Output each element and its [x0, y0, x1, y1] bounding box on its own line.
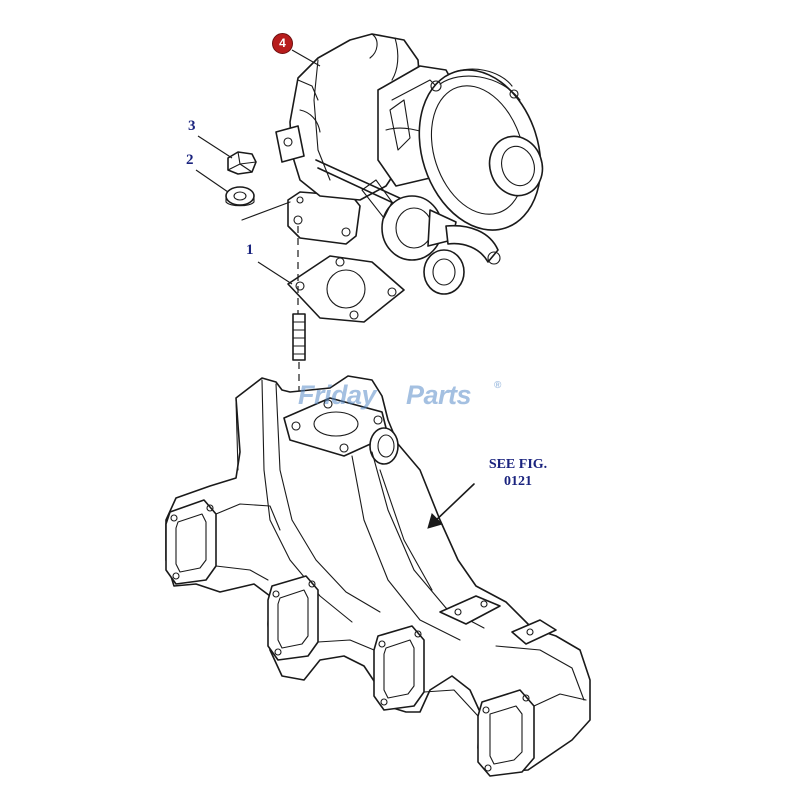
see-figure-note: SEE FIG. 0121 — [488, 457, 548, 489]
callout-4-badge: 4 — [272, 33, 293, 54]
assembly-centerline — [297, 226, 300, 402]
callout-3-label: 3 — [188, 118, 196, 134]
callout-1-leader — [257, 261, 293, 285]
callout-1-label: 1 — [246, 242, 254, 258]
gasket-drawing — [287, 255, 405, 323]
watermark-logo-part1: Friday — [298, 380, 377, 410]
washer-guide-line — [241, 201, 291, 221]
callout-2-leader — [195, 169, 229, 193]
callout-3-leader — [197, 135, 233, 159]
stud-drawing — [292, 313, 306, 361]
exhaust-manifold-drawing — [165, 375, 591, 777]
callout-2-label: 2 — [186, 152, 194, 168]
watermark-logo-mark: ® — [494, 380, 501, 391]
nut-drawing — [227, 151, 257, 175]
washer-drawing — [225, 186, 255, 207]
callout-4-leader — [291, 49, 321, 67]
watermark-logo-part2: Parts — [406, 380, 472, 410]
turbocharger-drawing — [275, 33, 544, 295]
watermark-logo: Friday Parts ® — [298, 380, 518, 416]
reference-arrow — [427, 483, 475, 529]
